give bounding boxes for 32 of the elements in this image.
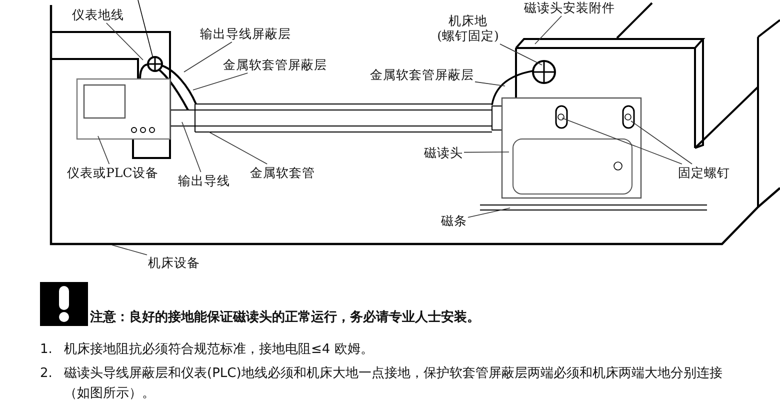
leader-line [534,16,562,44]
list-number: 2. [40,365,52,383]
leader-line [500,44,542,66]
leader-line [464,152,510,153]
leader-line [562,118,682,164]
leader-line [106,22,144,60]
leader-line [468,208,510,218]
leader-line [208,132,268,164]
list-item-text: 机床接地阻抗必须符合规范标准，接地电阻≤4 欧姆。 [64,341,374,359]
list-number: 1. [40,341,52,359]
part-label: 机床设备 [148,255,200,270]
part-label: 磁条 [441,213,467,228]
leader-line [474,81,506,86]
part-label: 金属软套管屏蔽层 [370,67,474,82]
part-label: 输出导线屏蔽层 [200,26,291,41]
list-item-text: 磁读头导线屏蔽层和仪表(PLC)地线必须和机床大地一点接地，保护软套管屏蔽层两端必须和机床两端大地分别连接（如图所示）。 [64,365,724,403]
part-label: 金属软套管 [250,165,315,180]
part-label: 仪表或PLC设备 [67,165,158,180]
leader-line [630,120,692,164]
note-text: 注意：良好的接地能保证磁读头的正常运行，务必请专业人士安装。 [90,308,480,327]
part-label: 磁读头安装附件 [524,0,615,15]
part-label: 金属软套管屏蔽层 [223,57,327,72]
part-label: 输出导线 [178,173,230,188]
leader-line [184,42,232,72]
part-label: 固定螺钉 [678,165,730,180]
leader-line [98,136,110,164]
leader-line [112,244,148,256]
leader-line [182,122,202,172]
part-label: 磁读头 [424,145,463,160]
part-label: 仪表地线 [72,7,124,22]
part-label: 机床地 (螺钉固定) [426,13,510,43]
leader-line [192,72,248,90]
